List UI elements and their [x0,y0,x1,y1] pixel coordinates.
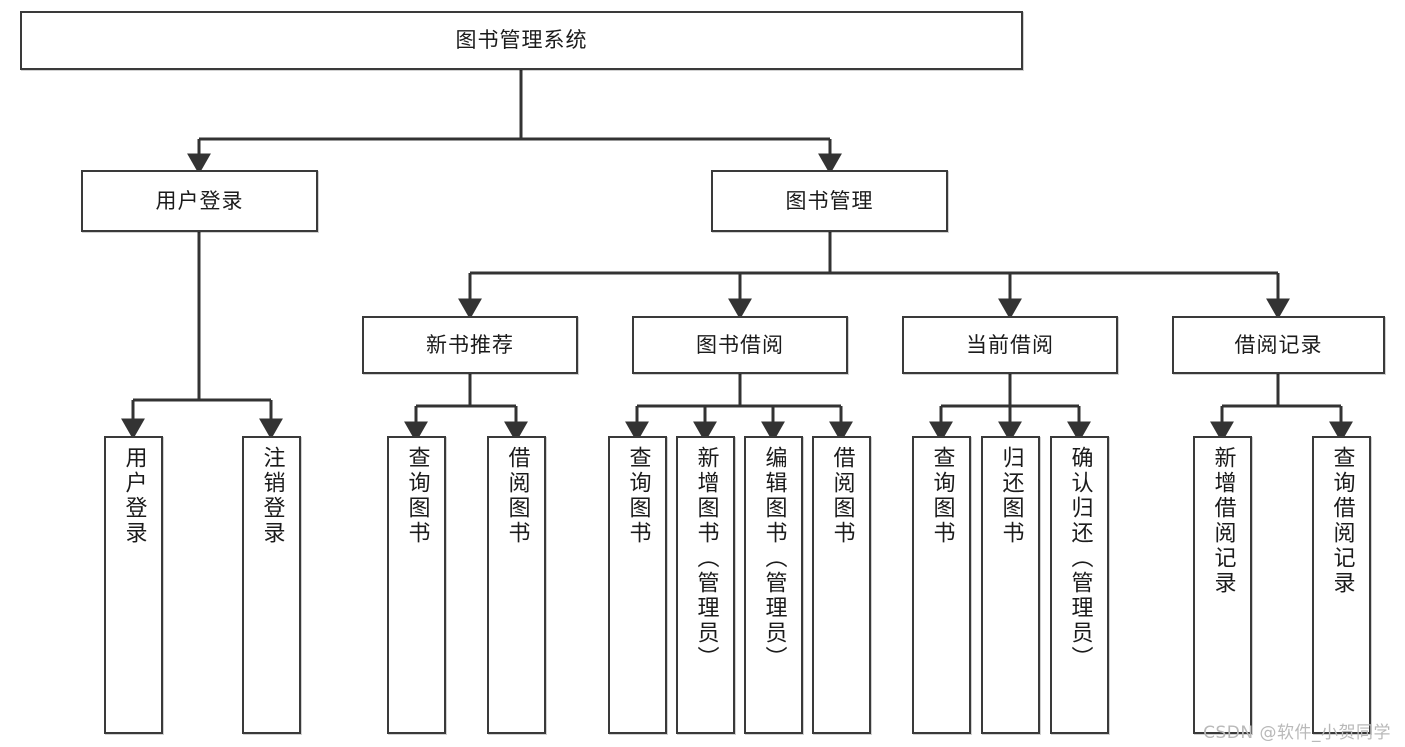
node-root[interactable]: 图书管理系统 [20,11,1023,70]
node-current-borrow-label: 当前借阅 [966,332,1054,357]
node-leaf-borrow-book-2[interactable]: 借阅图书 [812,436,871,734]
node-leaf-query-record-label: 查询借阅记录 [1329,446,1355,596]
node-leaf-edit-book-label: 编辑图书（管理员） [761,446,787,671]
node-new-book-rec-label: 新书推荐 [426,332,514,357]
node-leaf-borrow-book-2-label: 借阅图书 [829,446,855,546]
node-user-login[interactable]: 用户登录 [81,170,318,232]
node-leaf-add-book-label: 新增图书（管理员） [693,446,719,671]
node-leaf-add-record-label: 新增借阅记录 [1210,446,1236,596]
node-current-borrow[interactable]: 当前借阅 [902,316,1118,374]
node-leaf-query-book-3[interactable]: 查询图书 [912,436,971,734]
node-leaf-return-book[interactable]: 归还图书 [981,436,1040,734]
node-leaf-confirm-return-label: 确认归还（管理员） [1067,446,1093,671]
node-leaf-query-record[interactable]: 查询借阅记录 [1312,436,1371,734]
node-leaf-query-book-2-label: 查询图书 [625,446,651,546]
node-leaf-add-record[interactable]: 新增借阅记录 [1193,436,1252,734]
node-book-mgmt[interactable]: 图书管理 [711,170,948,232]
node-book-mgmt-label: 图书管理 [785,188,874,213]
node-leaf-logout-label: 注销登录 [259,446,285,546]
node-leaf-user-login-label: 用户登录 [121,446,147,546]
node-leaf-query-book-3-label: 查询图书 [929,446,955,546]
node-leaf-confirm-return[interactable]: 确认归还（管理员） [1050,436,1109,734]
csdn-watermark: CSDN @软件_小贺同学 [1203,723,1391,743]
node-new-book-rec[interactable]: 新书推荐 [362,316,578,374]
node-leaf-return-book-label: 归还图书 [998,446,1024,546]
node-leaf-query-book-2[interactable]: 查询图书 [608,436,667,734]
node-leaf-borrow-book-1[interactable]: 借阅图书 [487,436,546,734]
node-leaf-query-book-1-label: 查询图书 [404,446,430,546]
node-leaf-edit-book[interactable]: 编辑图书（管理员） [744,436,803,734]
node-borrow-record[interactable]: 借阅记录 [1172,316,1385,374]
node-leaf-user-login[interactable]: 用户登录 [104,436,163,734]
node-leaf-add-book[interactable]: 新增图书（管理员） [676,436,735,734]
node-leaf-query-book-1[interactable]: 查询图书 [387,436,446,734]
node-user-login-label: 用户登录 [155,188,244,213]
node-book-borrow-label: 图书借阅 [696,332,784,357]
node-book-borrow[interactable]: 图书借阅 [632,316,848,374]
node-leaf-borrow-book-1-label: 借阅图书 [504,446,530,546]
node-leaf-logout[interactable]: 注销登录 [242,436,301,734]
node-borrow-record-label: 借阅记录 [1234,332,1323,357]
node-root-label: 图书管理系统 [455,28,588,53]
